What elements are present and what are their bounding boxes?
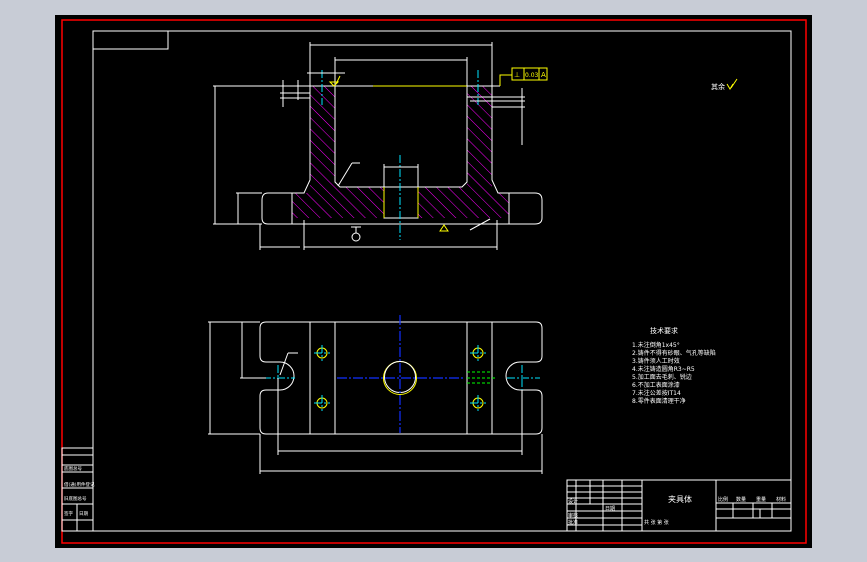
designer-label: 设计 — [568, 498, 578, 505]
notes-title: 技术要求 — [650, 326, 678, 335]
left-block-label: 借(通)用件登记 — [64, 481, 95, 488]
note-item: 5.加工面去毛刺、锐边 — [632, 373, 692, 381]
note-item: 8.零件表面清理干净 — [632, 397, 686, 405]
drawing-frame — [92, 30, 792, 532]
checker-label: 审核 — [568, 512, 578, 519]
tolerance-symbol: ⊥ — [514, 71, 520, 79]
roughness-symbol-icon — [726, 78, 738, 90]
left-block-label: 旧底图总号 — [64, 495, 87, 502]
note-item: 4.未注铸造圆角R3~R5 — [632, 365, 695, 373]
quantity-label: 数量 — [736, 496, 746, 503]
sheet-label: 共 张 第 张 — [644, 519, 669, 526]
left-block-label: 底图总号 — [64, 465, 82, 472]
weight-label: 重量 — [756, 496, 766, 503]
scale-label: 比例 — [718, 496, 728, 503]
left-block-label: 日期 — [79, 511, 88, 517]
note-item: 3.铸件须人工时效 — [632, 357, 680, 365]
cad-drawing-viewport[interactable]: ⊥ 0.03 A 其余 技术要求 1.未注倒角1x45° 2.铸件不得有砂眼、气… — [55, 15, 812, 548]
tolerance-datum: A — [541, 71, 546, 79]
sheet-border — [61, 19, 807, 544]
part-name: 夹具体 — [668, 494, 692, 504]
roughness-note: 其余 — [711, 82, 725, 91]
note-item: 6.不加工表面涂漆 — [632, 381, 680, 389]
technical-notes: 技术要求 1.未注倒角1x45° 2.铸件不得有砂眼、气孔等缺陷 3.铸件须人工… — [632, 326, 716, 405]
date-label: 日期 — [605, 506, 615, 512]
approved-label: 批准 — [568, 519, 578, 526]
material-label: 材料 — [776, 496, 786, 503]
note-item: 1.未注倒角1x45° — [632, 341, 680, 349]
drawing-canvas: ⊥ 0.03 A 其余 技术要求 1.未注倒角1x45° 2.铸件不得有砂眼、气… — [61, 19, 807, 544]
left-side-block: 借(通)用件登记 旧底图总号 底图总号 签字 日期 — [61, 447, 95, 532]
left-block-label: 签字 — [64, 510, 73, 517]
note-item: 2.铸件不得有砂眼、气孔等缺陷 — [632, 349, 716, 357]
tolerance-value: 0.03 — [525, 72, 539, 79]
section-view: ⊥ 0.03 A — [213, 42, 548, 250]
drawing-number-box — [92, 30, 169, 50]
title-block: 夹具体 比例 数量 重量 材料 设计 审核 批准 日期 共 张 第 张 — [566, 479, 792, 532]
geometric-tolerance-frame — [511, 67, 548, 81]
plan-view — [208, 315, 543, 474]
note-item: 7.未注公差按IT14 — [632, 389, 681, 397]
